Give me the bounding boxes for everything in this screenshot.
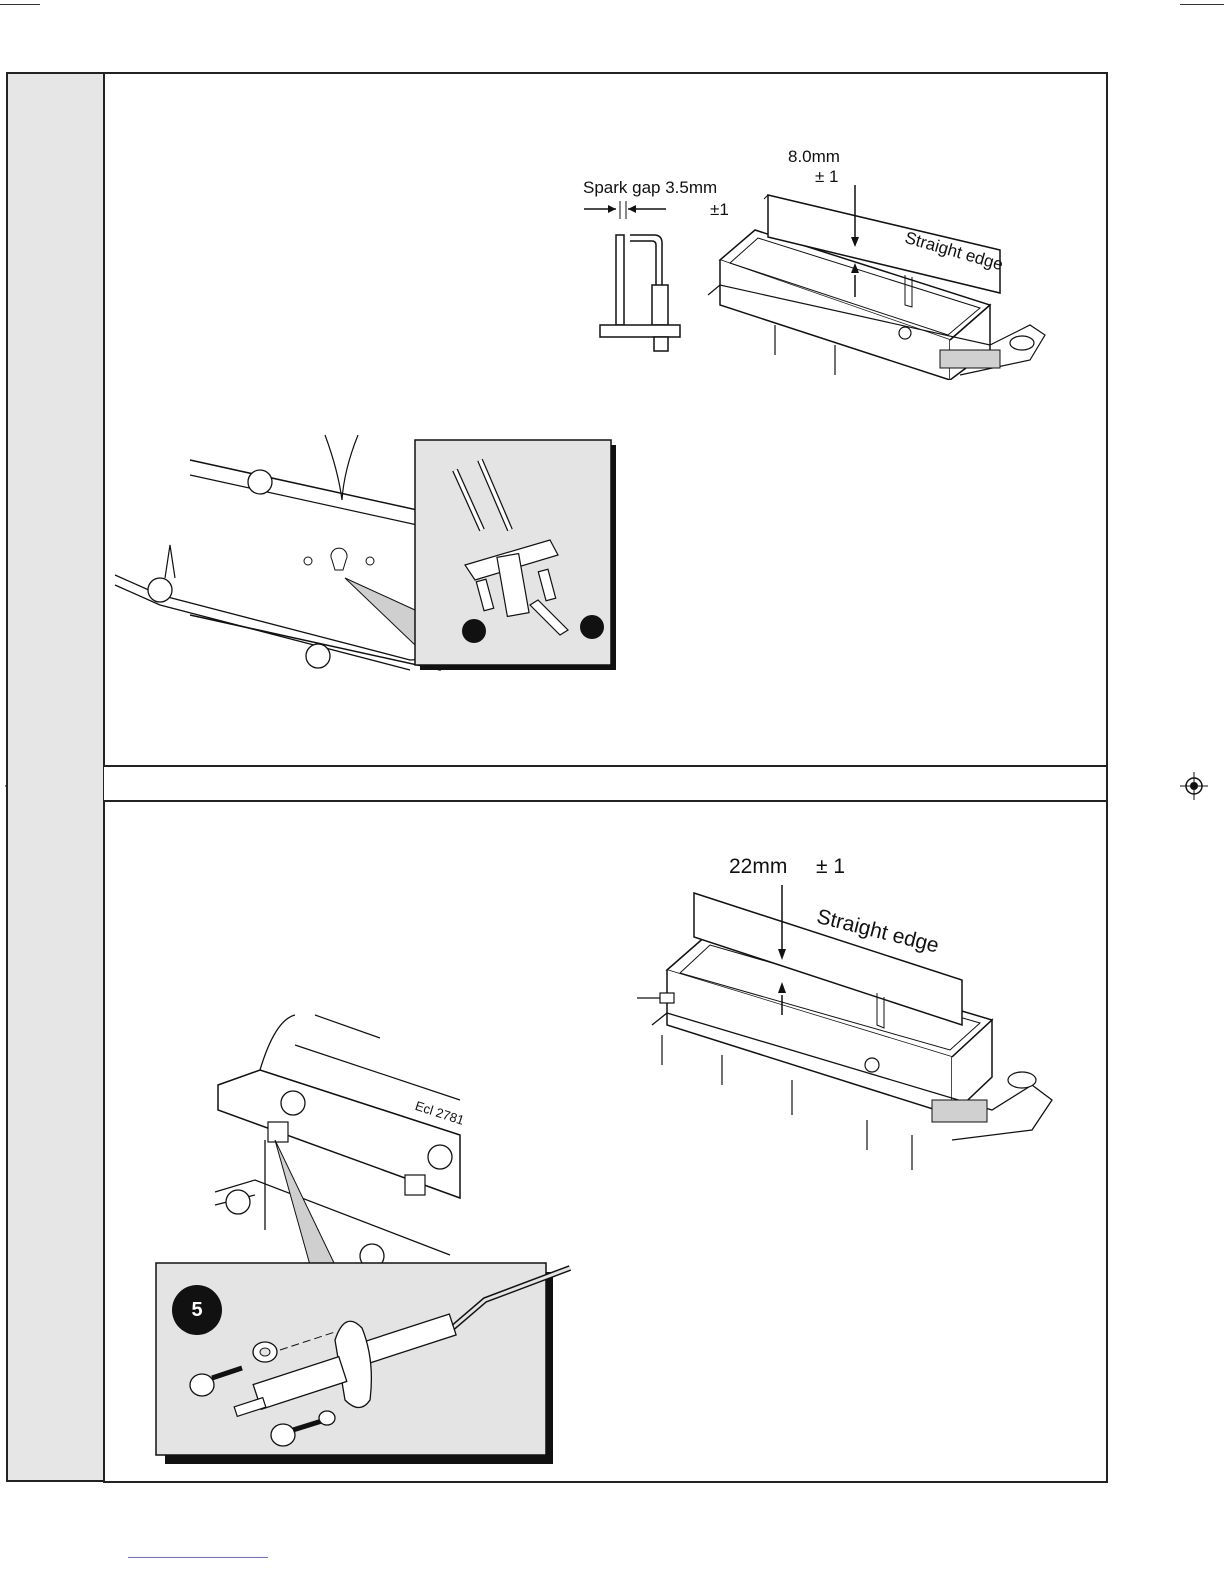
depth-label-lower: 22mm <box>729 855 787 879</box>
depth-tolerance-lower: ± 1 <box>816 855 845 879</box>
crop-mark-top-left <box>0 4 40 5</box>
crop-mark-top-right <box>1180 4 1224 5</box>
spark-gap-diagram <box>580 195 700 360</box>
callout-number-5: 5 <box>189 1299 205 1322</box>
registration-mark-right <box>1180 772 1208 800</box>
spark-gap-label: Spark gap 3.5mm <box>583 178 717 198</box>
burner-box-straight-edge-upper <box>700 185 1050 380</box>
depth-tolerance-upper: ± 1 <box>815 167 839 187</box>
grey-sidebar <box>6 72 104 1482</box>
depth-label-upper: 8.0mm <box>788 147 840 167</box>
footer-rule <box>128 1557 268 1558</box>
panel-divider-strip <box>103 766 1108 800</box>
electrode-housing-upper <box>110 430 620 675</box>
electrode-housing-lower <box>150 1010 580 1470</box>
